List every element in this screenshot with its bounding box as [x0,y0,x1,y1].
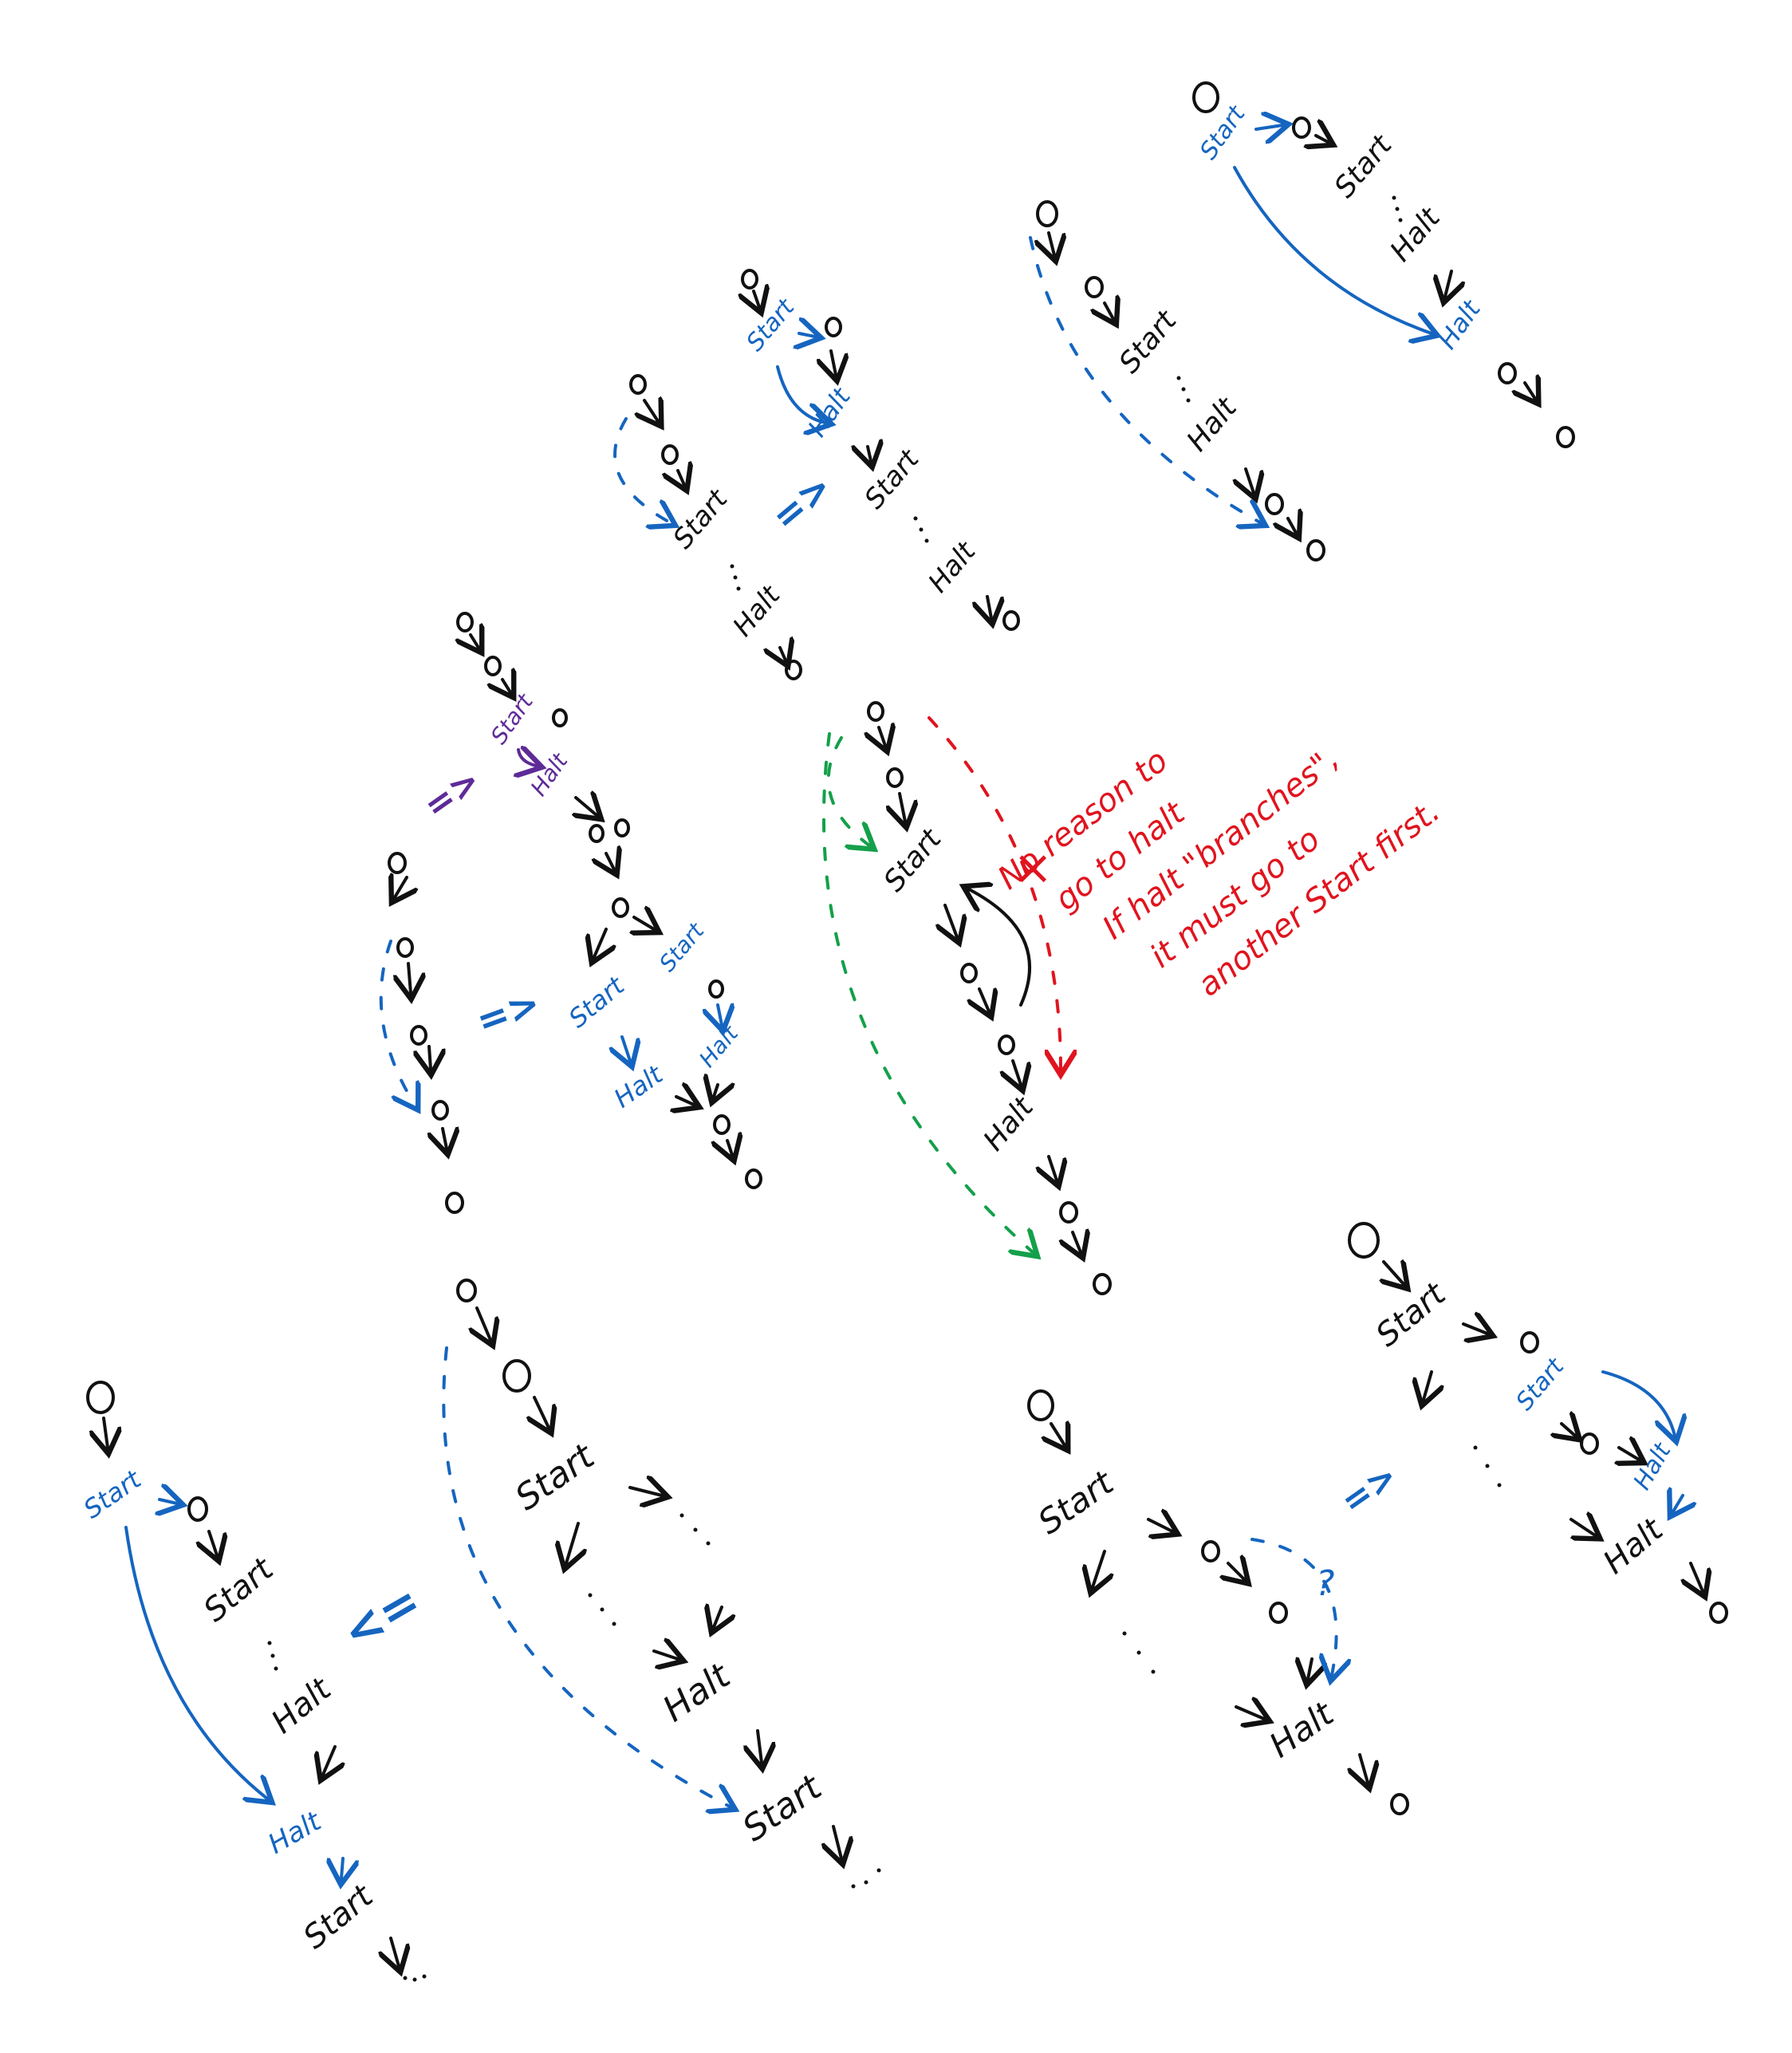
start-label: Start [297,1878,380,1956]
halt-label: Halt [1262,1693,1341,1765]
implies-symbol-purple: => [416,760,488,827]
sketch-middle-left: Start Halt Start Halt Start Halt [458,612,762,1189]
loop-back-arrow [969,889,1032,1007]
start-label: Start [667,483,735,555]
dashed-jump-arrow [1029,236,1260,522]
start-label: Start [1031,1462,1121,1542]
node [1192,81,1219,113]
start-label-blue: Start [654,917,710,976]
red-note: No reason to go to halt If halt "branche… [991,740,1447,1004]
halt-label: Halt [1384,201,1447,268]
start-label: Start [877,822,948,898]
sketch-upper-right: Start Halt [1029,200,1325,562]
halt-label-blue: Halt [1629,1438,1677,1495]
edge [1445,270,1451,297]
sketch-bottom-right-middle: Start Halt ? [1027,1389,1409,1815]
start-label-blue: Start [563,970,631,1034]
cross-mark: × [1013,840,1053,896]
start-label: Start [197,1551,281,1629]
implies-symbol: => [1333,1456,1405,1523]
start-label-blue: Start [78,1464,148,1525]
halt-label-blue: Halt [608,1058,669,1113]
halt-label-blue: Halt [1432,294,1487,354]
red-dashed-arrow [928,716,1061,1069]
halt-label-purple: Halt [526,748,573,801]
halt-label: Halt [727,579,787,643]
jump-arrow [124,1526,267,1799]
jump-arrow [776,365,825,423]
sketch-bottom-middle: Start Halt Start [442,1279,881,1889]
edge [1254,125,1282,129]
halt-label: Halt [265,1670,339,1740]
start-label-purple: Start [486,688,539,749]
dashed-jump-arrow [442,1346,730,1807]
start-label: Start [1369,1275,1453,1354]
sketch-bottom-left: Start Start Halt Halt Start [78,1381,427,1982]
dashed-jump-arrow [613,417,670,522]
sketch-upper-left-middle: Start Halt [613,374,802,680]
start-label: Start [735,1767,830,1850]
implies-symbol: => [763,465,841,541]
start-label-blue: Start [741,294,801,357]
implied-by-symbol: <= [333,1573,431,1661]
halt-label-blue: Halt [263,1805,328,1861]
question-mark: ? [1316,1563,1334,1604]
halt-label: Halt [977,1090,1041,1157]
dashed-jump-arrow [379,940,415,1105]
jump-arrow [1233,166,1432,333]
green-dashed-arrow [826,736,869,845]
halt-label: Halt [922,535,983,599]
sketch-left [379,852,464,1214]
jump-arrow [1601,1370,1675,1436]
start-label-blue: Start [1510,1353,1570,1417]
green-dashed-arrow-long [821,732,1033,1252]
implies-symbol: => [471,980,546,1044]
node [1292,116,1311,139]
halt-label: Halt [656,1655,738,1730]
sketch-top-right: Start Start Halt Halt [1192,81,1575,448]
start-label: Start [1328,128,1399,204]
halt-label-blue: Halt [801,381,857,442]
halt-label-blue: Halt [694,1020,744,1073]
sketch-center: Start Halt × [821,701,1112,1295]
start-label: Start [1113,304,1184,380]
start-label: Start [508,1436,603,1519]
halt-label: Halt [1597,1511,1671,1581]
dashed-arrow [1250,1538,1337,1675]
edge [1316,136,1328,142]
sketch-bottom-right: Start Start Halt Halt [1348,1222,1728,1624]
sketch-upper-middle: Start Halt Start Halt [741,269,1020,631]
